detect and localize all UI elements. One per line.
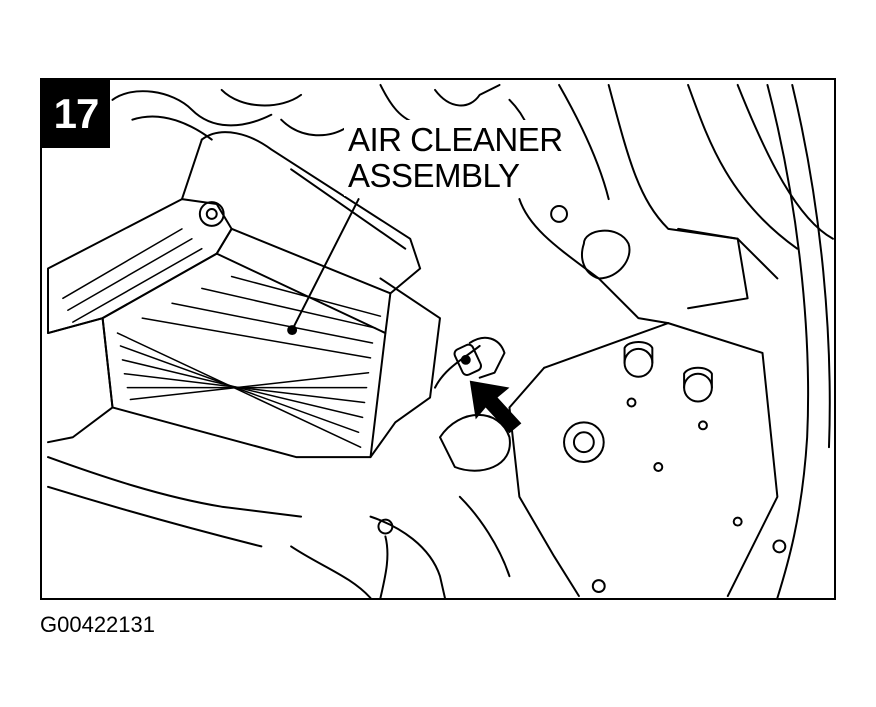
air-cleaner-housing bbox=[47, 131, 422, 459]
engine-bay-line-drawing bbox=[47, 83, 834, 598]
callout-line-1: AIR CLEANER bbox=[348, 121, 563, 158]
background-hoses bbox=[111, 83, 610, 201]
filter-ribs bbox=[62, 228, 382, 448]
upper-right-components bbox=[518, 83, 834, 325]
lower-hoses bbox=[47, 456, 606, 598]
sensor-connector bbox=[369, 277, 511, 472]
step-number-badge: 17 bbox=[42, 80, 110, 148]
callout-line-2: ASSEMBLY bbox=[348, 157, 520, 194]
figure-id-caption: G00422131 bbox=[40, 612, 155, 637]
figure-frame: 17 AIR CLEANER ASSEMBLY bbox=[40, 78, 836, 600]
pointer-arrow bbox=[469, 380, 522, 434]
strut-bracket bbox=[508, 322, 779, 598]
air-cleaner-assembly-callout: AIR CLEANER ASSEMBLY bbox=[344, 120, 567, 196]
right-edge-strut bbox=[766, 83, 831, 598]
callout-leader bbox=[287, 198, 360, 336]
